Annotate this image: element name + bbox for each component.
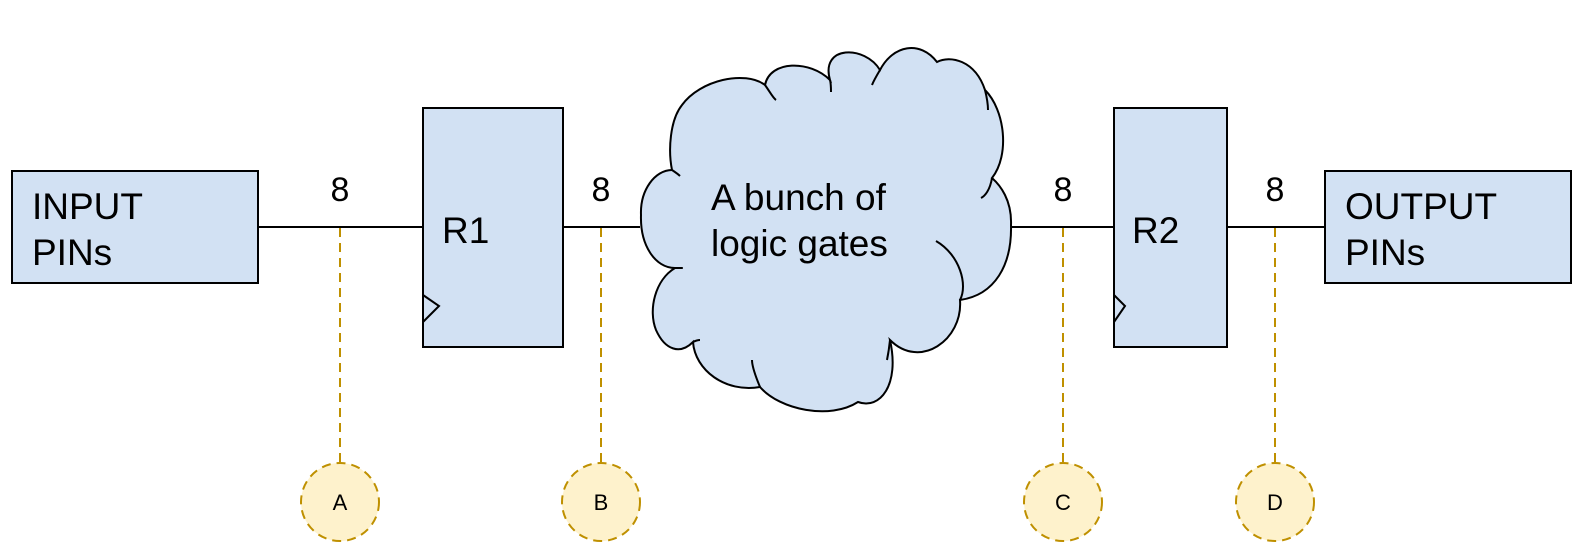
probe-circle-c bbox=[1023, 462, 1103, 542]
input-pins-label-line1: INPUT bbox=[32, 186, 143, 227]
probe-label-a: A bbox=[333, 490, 348, 515]
register-r1-label: R1 bbox=[442, 210, 489, 251]
input-pins-block: INPUT PINs bbox=[11, 170, 259, 284]
probe-a: A bbox=[300, 462, 380, 542]
clock-icon bbox=[422, 294, 441, 323]
output-pins-label-line2: PINs bbox=[1345, 232, 1425, 273]
probe-c: C bbox=[1023, 462, 1103, 542]
bus-width-labels: 8 8 8 8 bbox=[331, 171, 1285, 209]
register-r2: R2 bbox=[1113, 107, 1228, 348]
output-pins-label-line1: OUTPUT bbox=[1345, 186, 1497, 227]
cloud-inner-arcs bbox=[671, 69, 993, 388]
probe-label-d: D bbox=[1267, 490, 1283, 515]
register-r1: R1 bbox=[422, 107, 564, 348]
probe-circle-b bbox=[561, 462, 641, 542]
logic-cloud-label-line2: logic gates bbox=[711, 223, 888, 264]
probe-label-b: B bbox=[594, 490, 609, 515]
register-r1-box bbox=[422, 107, 564, 348]
logic-cloud: A bunch of logic gates bbox=[639, 47, 1013, 413]
bus-width-label: 8 bbox=[1266, 171, 1285, 209]
probe-circle-d bbox=[1235, 462, 1315, 542]
bus-width-label: 8 bbox=[331, 171, 350, 209]
input-pins-box bbox=[11, 170, 259, 284]
bus-width-label: 8 bbox=[1054, 171, 1073, 209]
register-r2-label: R2 bbox=[1132, 210, 1179, 251]
input-pins-label-line2: PINs bbox=[32, 232, 112, 273]
probe-label-c: C bbox=[1055, 490, 1071, 515]
logic-cloud-label-line1: A bunch of bbox=[711, 177, 887, 218]
probe-b: B bbox=[561, 462, 641, 542]
register-r2-box bbox=[1113, 107, 1228, 348]
output-pins-box bbox=[1324, 170, 1572, 284]
probe-circle-a bbox=[300, 462, 380, 542]
bus-width-label: 8 bbox=[592, 171, 611, 209]
output-pins-block: OUTPUT PINs bbox=[1324, 170, 1572, 284]
probe-lines bbox=[339, 228, 1276, 463]
probe-d: D bbox=[1235, 462, 1315, 542]
clock-icon bbox=[1113, 294, 1127, 323]
cloud-icon bbox=[639, 47, 1013, 413]
